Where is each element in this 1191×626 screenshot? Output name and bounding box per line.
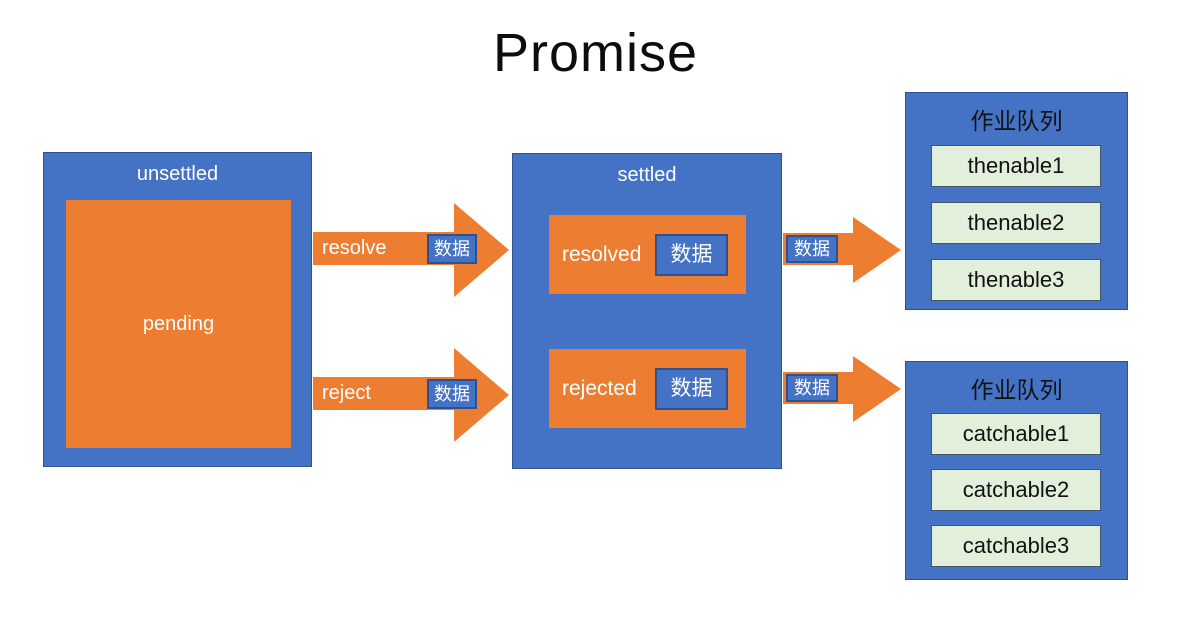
- catchable-queue-title: 作业队列: [970, 377, 1063, 403]
- rejected-output-data-chip: 数据: [786, 374, 838, 402]
- pending-box: pending: [66, 200, 291, 448]
- resolved-row: resolved 数据: [549, 215, 746, 294]
- resolve-data-chip: 数据: [427, 234, 477, 264]
- reject-data-chip: 数据: [427, 379, 477, 409]
- resolved-output-arrow: 数据: [783, 217, 901, 283]
- rejected-output-arrow: 数据: [783, 356, 901, 422]
- queue-item-catchable3: catchable3: [931, 525, 1101, 567]
- rejected-label: rejected: [562, 376, 637, 400]
- resolved-output-data-chip: 数据: [786, 235, 838, 263]
- queue-item-thenable1: thenable1: [931, 145, 1101, 187]
- catchable-queue-box: 作业队列 catchable1 catchable2 catchable3: [905, 361, 1128, 580]
- settled-box: settled resolved 数据 rejected 数据: [512, 153, 782, 469]
- settled-label: settled: [617, 164, 677, 186]
- queue-item-catchable2: catchable2: [931, 469, 1101, 511]
- queue-item-thenable3: thenable3: [931, 259, 1101, 301]
- resolved-label: resolved: [562, 242, 642, 266]
- resolved-output-arrow-head: [853, 217, 901, 283]
- rejected-output-arrow-head: [853, 356, 901, 422]
- unsettled-label: unsettled: [136, 163, 219, 185]
- queue-item-catchable1: catchable1: [931, 413, 1101, 455]
- reject-label: reject: [322, 382, 371, 404]
- page-title: Promise: [492, 23, 699, 83]
- queue-item-thenable2: thenable2: [931, 202, 1101, 244]
- pending-label: pending: [142, 312, 215, 335]
- rejected-row: rejected 数据: [549, 349, 746, 428]
- resolve-label: resolve: [322, 237, 387, 259]
- reject-arrow: reject 数据: [313, 348, 509, 442]
- resolved-data-chip: 数据: [655, 233, 728, 276]
- thenable-queue-box: 作业队列 thenable1 thenable2 thenable3: [905, 92, 1128, 310]
- resolve-arrow: resolve 数据: [313, 203, 509, 297]
- thenable-queue-title: 作业队列: [970, 108, 1063, 134]
- unsettled-box: unsettled pending: [43, 152, 312, 467]
- rejected-data-chip: 数据: [655, 367, 728, 410]
